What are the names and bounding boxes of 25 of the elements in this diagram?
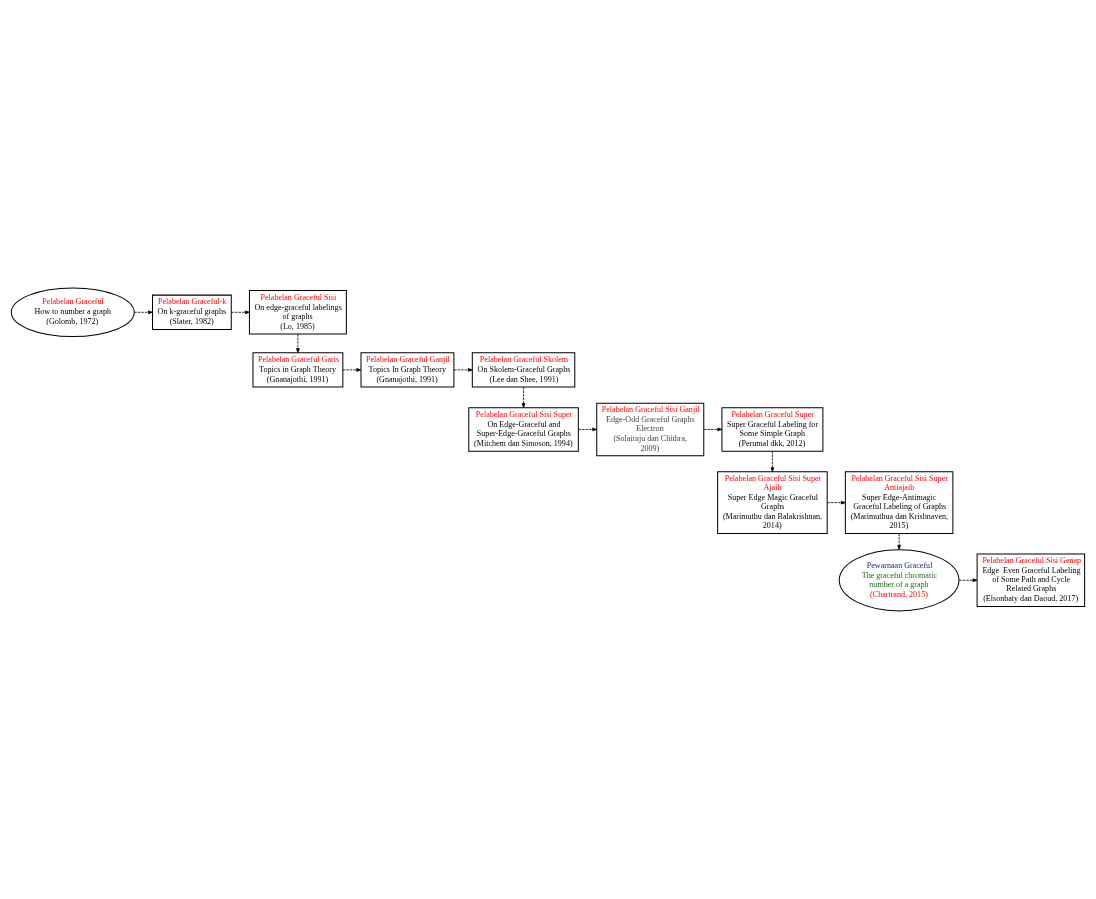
node-box: Pelabelan Graceful Sisi Super Ajaib Super Edge Magic Graceful Graphs (Marimuthu dan Balakrishnan, 2014) [717, 471, 828, 534]
node-box: Pelabelan Graceful Sisi On edge-graceful labelings of graphs (Lo, 1985) [248, 290, 347, 335]
node-ellipse: Pewarnaan Graceful The graceful chromatic number of a graph (Chartrand, 2015) [838, 549, 960, 612]
arrow [453, 368, 473, 372]
arrow [231, 310, 250, 315]
arrow [703, 427, 723, 432]
arrow [133, 310, 153, 315]
arrow [770, 450, 775, 473]
arrow [897, 533, 901, 550]
node-ellipse: Pelabelan Graceful How to number a graph (Golomb, 1972) [10, 287, 135, 338]
node-box: Pelabelan Graceful Sisi Super Antiajaib Super Edge-Antimagic Graceful Labeling of Graphs (Marimuthua dan Krishnaven, 2015) [844, 471, 954, 534]
node-box: Pelabelan Graceful Sisi Genap Edge Even Graceful Labeling of Some Path and Cycle Related Graphs (Elsonbaty dan Daoud, 2017) [976, 553, 1086, 608]
node-box: Pelabelan Graceful Sisi Ganjil Edge-Odd Graceful Graphs Electron (Solairaju dan Chithra, 2009) [596, 402, 705, 457]
arrow [296, 333, 300, 354]
arrow [826, 500, 846, 505]
arrow [958, 578, 978, 583]
arrow [521, 386, 526, 408]
node-box: Pelabelan Graceful Garis Topics in Graph Theory (Gnanajothi, 1991) [252, 352, 344, 388]
node-box: Pelabelan Graceful-k On k-graceful graphs (Slater, 1982) [152, 294, 232, 330]
arrow [342, 368, 362, 372]
arrow [578, 427, 598, 432]
node-box: Pelabelan Graceful Sisi Super On Edge-Graceful and Super-Edge-Graceful Graphs (Mitchem dan Simoson, 1994) [468, 407, 579, 452]
node-box: Pelabelan Graceful Ganjil Topics In Graph Theory (Gnanajothi, 1991) [360, 352, 455, 388]
node-box: Pelabelan Graceful Skolem On Skolem-Graceful Graphs (Lee dan Shee, 1991) [471, 352, 576, 388]
node-box: Pelabelan Graceful Super Super Graceful Labeling for Some Simple Graph (Perumal dkk, 2012) [721, 407, 824, 452]
